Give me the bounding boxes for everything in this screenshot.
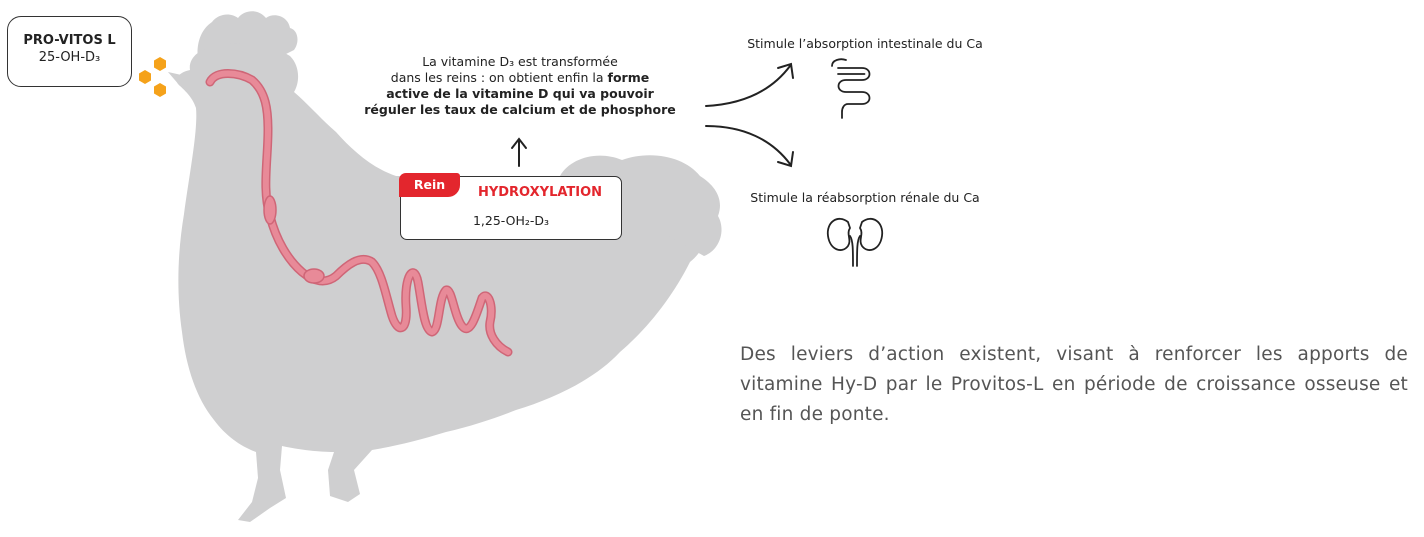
digestive-tract — [205, 69, 513, 357]
explanation-line-4: réguler les taux de calcium et de phosph… — [364, 102, 676, 117]
product-box: PRO-VITOS L 25-OH-D₃ — [7, 16, 132, 87]
hydroxylation-formula: 1,25-OH₂-D₃ — [472, 213, 550, 228]
explanation-line-3: active de la vitamine D qui va pouvoir — [386, 86, 654, 101]
hydroxylation-title: HYDROXYLATION — [477, 185, 603, 200]
conclusion-paragraph: Des leviers d’action existent, visant à … — [740, 344, 1408, 425]
branch-arrows — [705, 62, 794, 168]
product-formula: 25-OH-D₃ — [38, 50, 101, 65]
product-name: PRO-VITOS L — [23, 33, 116, 48]
up-arrow — [511, 137, 527, 167]
explanation-line-2: dans les reins : on obtient enfin la for… — [390, 70, 650, 85]
kidneys-icon — [826, 217, 884, 267]
effect-intestinal-absorption: Stimule l’absorption intestinale du Ca — [747, 36, 983, 51]
rein-tag: Rein — [399, 173, 460, 197]
effect-renal-reabsorption: Stimule la réabsorption rénale du Ca — [750, 190, 980, 205]
explanation-line-1: La vitamine D₃ est transformée — [422, 54, 618, 69]
explanation-text: La vitamine D₃ est transformée dans les … — [340, 54, 700, 118]
intestine-icon — [831, 58, 871, 119]
feed-pellets — [139, 57, 166, 97]
